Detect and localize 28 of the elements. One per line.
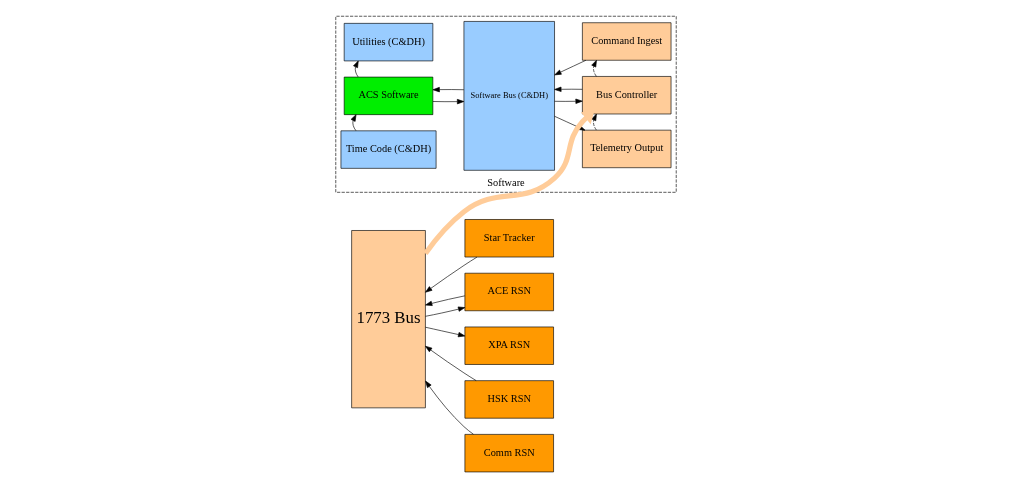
node-box: 1773 Bus — [351, 230, 426, 409]
node-box: ACS Software — [343, 76, 434, 115]
arrow — [554, 98, 583, 104]
arrow — [591, 59, 597, 77]
node-box: ACE RSN — [464, 272, 554, 312]
arrow — [350, 114, 357, 132]
arrow — [591, 113, 597, 131]
node-box: Bus Controller — [582, 76, 672, 115]
arrow — [423, 111, 595, 256]
node-box: Comm RSN — [464, 434, 554, 473]
arrow — [432, 99, 465, 105]
node-box: Telemetry Output — [582, 129, 672, 169]
arrow — [425, 306, 466, 317]
node-box: Command Ingest — [582, 22, 672, 61]
arrow — [425, 380, 474, 435]
arrow — [425, 295, 466, 306]
node-box: Star Tracker — [464, 219, 554, 258]
arrow — [425, 345, 477, 381]
node-box: XPA RSN — [464, 326, 554, 365]
arrow — [425, 256, 478, 293]
node-box: HSK RSN — [464, 380, 554, 419]
node-box: Utilities (C&DH) — [343, 23, 434, 62]
arrow — [353, 60, 359, 78]
node-box: Time Code (C&DH) — [340, 130, 437, 169]
arrow — [554, 86, 583, 92]
arrow — [554, 59, 587, 76]
arrow — [432, 87, 465, 93]
arrow — [425, 326, 466, 338]
